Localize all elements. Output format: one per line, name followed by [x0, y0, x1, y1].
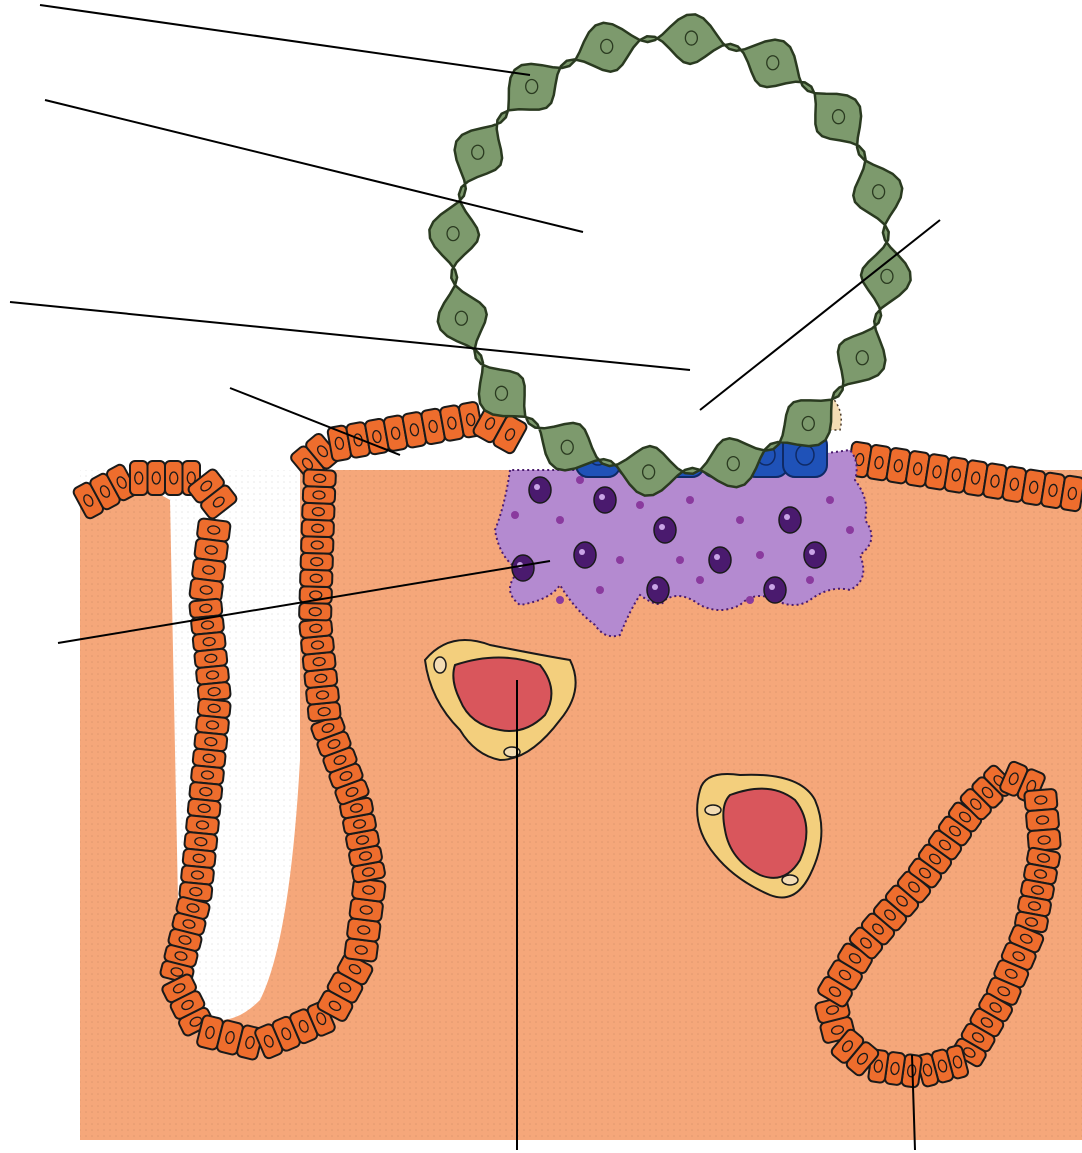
syncytio-nucleus: [574, 542, 596, 568]
syncytio-nucleus: [529, 477, 551, 503]
syncytio-nucleus: [709, 547, 731, 573]
syncytio-granule: [636, 501, 644, 509]
epithelial-cell: [1024, 789, 1058, 812]
syncytio-granule: [556, 596, 564, 604]
epithelial-cell: [301, 536, 333, 554]
syncytio-nucleus: [804, 542, 826, 568]
epithelial-cell: [299, 618, 333, 638]
syncytio-granule: [846, 526, 854, 534]
syncytio-granule: [826, 496, 834, 504]
syncytio-granule: [596, 586, 604, 594]
syncytio-granule: [746, 596, 754, 604]
syncytio-granule: [576, 476, 584, 484]
epithelial-cell: [302, 520, 334, 538]
epithelial-cell: [148, 461, 166, 495]
syncytio-nucleus: [779, 507, 801, 533]
syncytio-nucleus: [647, 577, 669, 603]
epithelial-cell: [303, 469, 336, 487]
syncytio-granule: [616, 556, 624, 564]
syncytio-granule: [736, 516, 744, 524]
syncytio-nucleus: [654, 517, 676, 543]
syncytio-nucleus: [594, 487, 616, 513]
syncytio-granule: [511, 511, 519, 519]
epithelial-cell: [302, 503, 335, 521]
syncytio-nucleus: [512, 555, 534, 581]
leader-line-trophoblast: [40, 5, 530, 75]
syncytio-granule: [556, 516, 564, 524]
syncytio-granule: [676, 556, 684, 564]
syncytio-granule: [756, 551, 764, 559]
syncytio-granule: [686, 496, 694, 504]
epithelial-cell: [130, 461, 148, 495]
syncytio-granule: [696, 576, 704, 584]
epithelial-cell: [1026, 809, 1060, 832]
epithelial-cell: [301, 553, 333, 571]
epithelial-cell: [303, 486, 336, 504]
syncytio-nucleus: [764, 577, 786, 603]
epithelial-cell: [165, 461, 183, 495]
syncytio-granule: [806, 576, 814, 584]
epithelial-cell: [299, 603, 331, 621]
epithelial-cell: [300, 570, 332, 588]
